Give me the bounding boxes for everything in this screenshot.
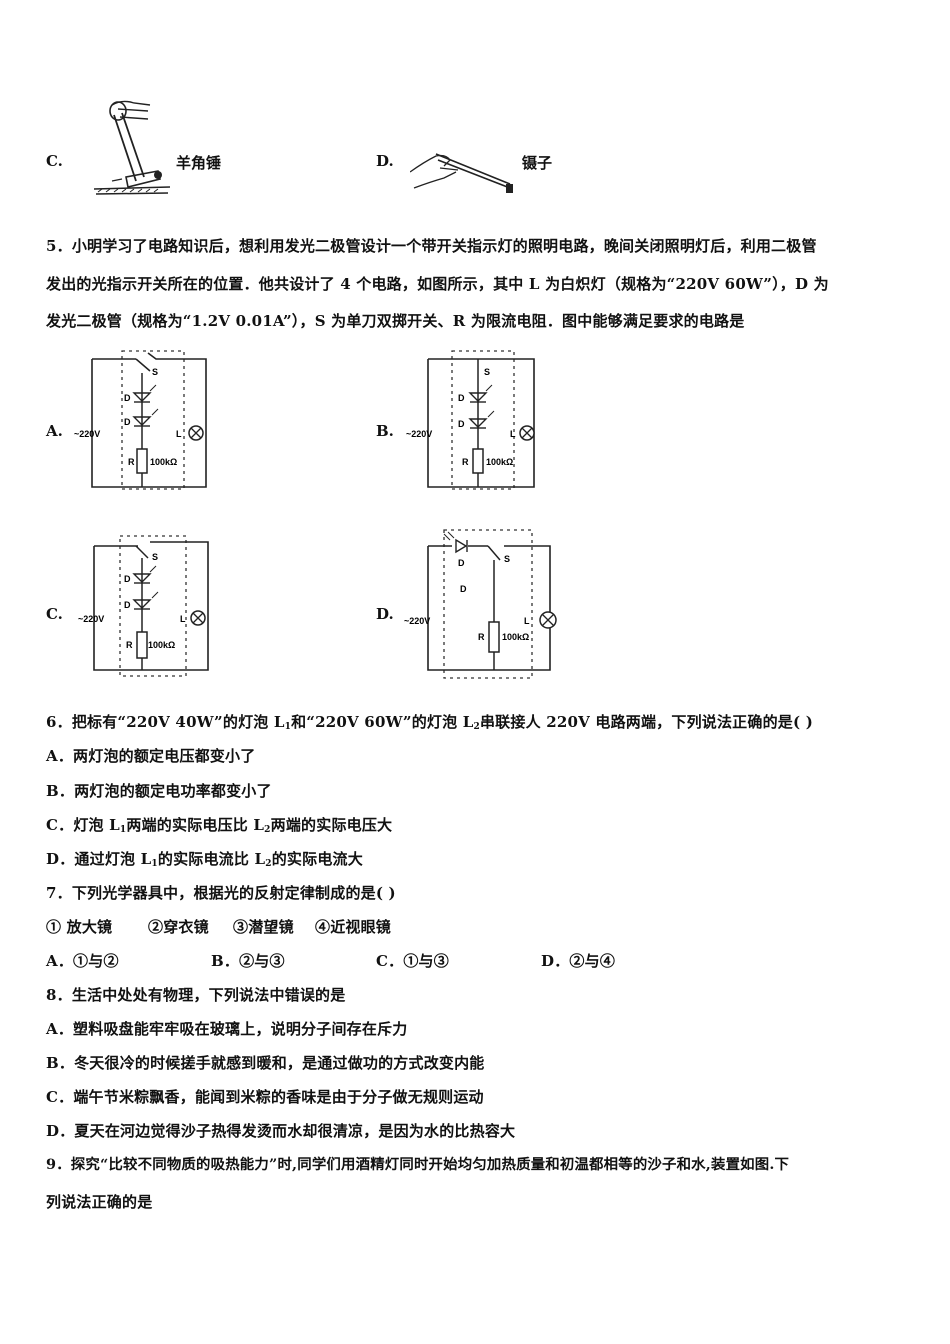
svg-text:D: D <box>458 419 465 429</box>
svg-text:D: D <box>124 417 131 427</box>
q9-stem-line-2: 列说法正确的是 <box>46 1193 153 1211</box>
svg-text:L: L <box>510 429 516 439</box>
switch-label: S <box>152 367 158 377</box>
q5-option-d-label: D. <box>376 605 394 623</box>
svg-text:S: S <box>504 554 510 564</box>
q6-option-a: A．两灯泡的额定电压都变小了 <box>46 747 256 765</box>
q7-option-a: A．①与② <box>46 952 119 970</box>
svg-text:D: D <box>458 393 465 403</box>
circuit-diagram-d: D S D R 100kΩ ~220V L <box>400 526 565 682</box>
q5-option-c-label: C. <box>46 605 63 623</box>
svg-text:~220V: ~220V <box>78 614 104 624</box>
q8-option-b: B．冬天很冷的时候搓手就感到暖和，是通过做功的方式改变内能 <box>46 1054 485 1072</box>
svg-text:R: R <box>478 632 485 642</box>
svg-text:100kΩ: 100kΩ <box>148 640 175 650</box>
svg-text:D: D <box>124 600 131 610</box>
q7-item-3: ③潜望镜 <box>233 918 294 936</box>
q9-stem-line-1: 9．探究“比较不同物质的吸热能力”时,同学们用酒精灯同时开始均匀加热质量和初温都… <box>46 1156 790 1173</box>
svg-text:L: L <box>176 429 182 439</box>
q5-option-b-label: B. <box>376 422 394 440</box>
q6-stem: 6．把标有“220V 40W”的灯泡 L1和“220V 60W”的灯泡 L2串联… <box>46 713 813 732</box>
svg-text:100kΩ: 100kΩ <box>502 632 529 642</box>
q7-option-c: C．①与③ <box>376 952 449 970</box>
q5-stem-line-3: 发光二极管（规格为“1.2V 0.01A”），S 为单刀双掷开关、R 为限流电阻… <box>46 312 745 330</box>
circuit-diagram-b: S D D R 100kΩ ~220V L <box>400 345 545 495</box>
tweezers-illustration-icon <box>409 148 520 200</box>
svg-text:D: D <box>124 393 131 403</box>
q8-stem: 8．生活中处处有物理，下列说法中错误的是 <box>46 986 346 1004</box>
svg-text:S: S <box>484 367 490 377</box>
circuit-diagram-a: S D D R 100kΩ ~220V L <box>72 345 212 495</box>
claw-hammer-illustration-icon <box>92 97 172 199</box>
q7-option-b: B．②与③ <box>211 952 285 970</box>
q7-item-1: ① 放大镜 <box>46 918 113 936</box>
svg-text:~220V: ~220V <box>404 616 430 626</box>
q7-item-2: ②穿衣镜 <box>148 918 209 936</box>
svg-text:R: R <box>128 457 135 467</box>
q5-stem-line-2: 发出的光指示开关所在的位置．他共设计了 4 个电路，如图所示，其中 L 为白炽灯… <box>46 275 829 293</box>
svg-text:R: R <box>126 640 133 650</box>
svg-text:L: L <box>524 616 530 626</box>
q8-option-c: C．端午节米粽飘香，能闻到米粽的香味是由于分子做无规则运动 <box>46 1088 484 1106</box>
q4-option-d-label: D. <box>376 152 394 170</box>
q8-option-d: D．夏天在河边觉得沙子热得发烫而水却很清凉，是因为水的比热容大 <box>46 1122 516 1140</box>
svg-text:100kΩ: 100kΩ <box>486 457 513 467</box>
q7-item-4: ④近视眼镜 <box>315 918 392 936</box>
svg-text:D: D <box>460 584 467 594</box>
svg-text:S: S <box>152 552 158 562</box>
circuit-diagram-c: S D D R 100kΩ ~220V L <box>72 530 217 680</box>
q4-option-c-label: C. <box>46 152 63 170</box>
q5-stem-line-1: 5．小明学习了电路知识后，想利用发光二极管设计一个带开关指示灯的照明电路，晚间关… <box>46 237 817 255</box>
svg-text:~220V: ~220V <box>406 429 432 439</box>
q4-option-c-text: 羊角锤 <box>176 154 222 172</box>
q6-option-d: D．通过灯泡 L1的实际电流比 L2的实际电流大 <box>46 850 363 869</box>
q7-stem: 7．下列光学器具中，根据光的反射定律制成的是( ) <box>46 884 396 902</box>
svg-text:D: D <box>124 574 131 584</box>
q8-option-a: A．塑料吸盘能牢牢吸在玻璃上，说明分子间存在斥力 <box>46 1020 408 1038</box>
q4-option-d-text: 镊子 <box>522 154 553 172</box>
svg-text:100kΩ: 100kΩ <box>150 457 177 467</box>
q6-option-b: B．两灯泡的额定电功率都变小了 <box>46 782 272 800</box>
q6-option-c: C．灯泡 L1两端的实际电压比 L2两端的实际电压大 <box>46 816 393 835</box>
svg-text:R: R <box>462 457 469 467</box>
svg-text:D: D <box>458 558 465 568</box>
q5-option-a-label: A. <box>46 422 63 440</box>
svg-text:~220V: ~220V <box>74 429 100 439</box>
svg-text:L: L <box>180 614 186 624</box>
q7-option-d: D．②与④ <box>541 952 616 970</box>
